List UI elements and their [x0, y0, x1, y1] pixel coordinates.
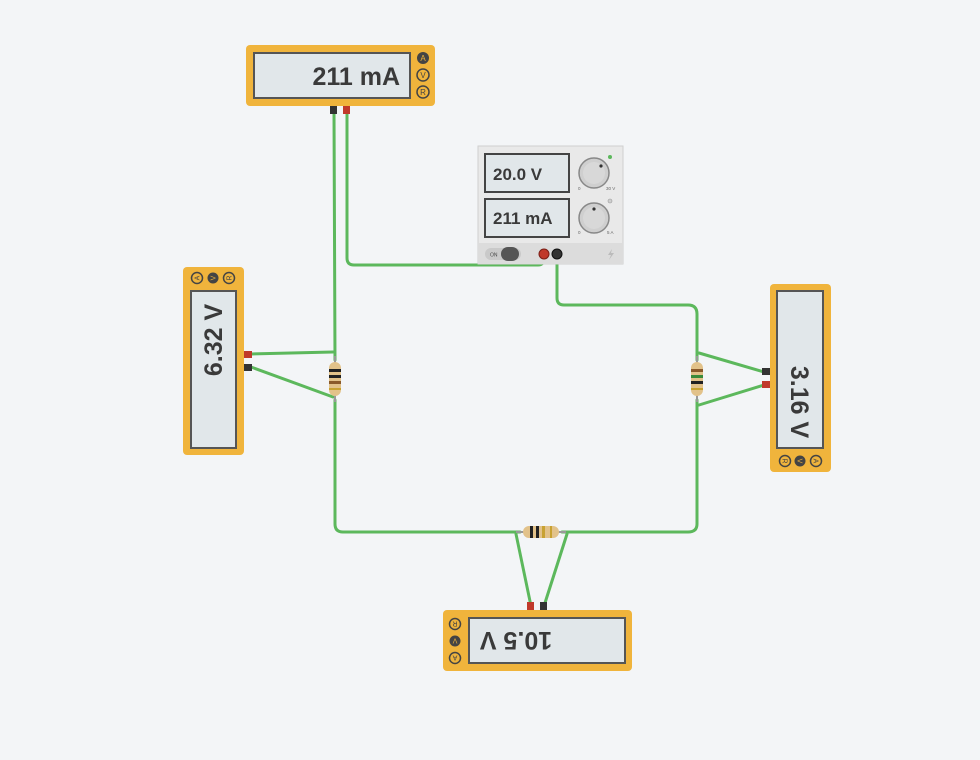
- power-supply[interactable]: 20.0 V 211 mA 0 30 V 0 5 A ON: [477, 145, 624, 265]
- psu-knob1-max: 30 V: [606, 186, 615, 191]
- psu-knob1-min: 0: [578, 186, 581, 191]
- resistor-bottom[interactable]: [516, 526, 566, 538]
- meter-left-reading: 6.32 V: [200, 304, 228, 377]
- psu-cc-indicator: [607, 198, 613, 204]
- psu-knob2-max: 5 A: [607, 230, 614, 235]
- psu-bolt-icon: [608, 249, 614, 260]
- wire-top-meter-black[interactable]: [332, 110, 337, 362]
- meter-top-mode-v[interactable]: V: [420, 71, 426, 80]
- multimeter-left[interactable]: 6.32 V A V R: [183, 267, 252, 455]
- psu-terminal-positive[interactable]: [538, 248, 550, 260]
- meter-right-probe-black[interactable]: [762, 368, 770, 375]
- meter-top-mode-a[interactable]: A: [420, 54, 426, 63]
- psu-voltage-display: [484, 153, 570, 193]
- meter-top-mode-r[interactable]: R: [420, 88, 426, 97]
- wires: [249, 110, 766, 608]
- meter-left-mode-a[interactable]: A: [195, 275, 202, 280]
- resistor-right[interactable]: [691, 356, 703, 402]
- meter-right-mode-v[interactable]: V: [796, 459, 803, 464]
- multimeter-top[interactable]: 211 mA A V R: [246, 45, 435, 114]
- meter-top-mode-buttons[interactable]: A V R: [416, 52, 430, 99]
- meter-left-probe-black[interactable]: [244, 364, 252, 371]
- meter-left-mode-v[interactable]: V: [211, 275, 218, 280]
- wire-bottom-meter-red[interactable]: [514, 532, 533, 608]
- meter-bottom-mode-r[interactable]: R: [452, 620, 457, 627]
- wire-left-meter-black[interactable]: [249, 365, 335, 399]
- psu-switch-label: ON: [490, 253, 498, 259]
- psu-cv-indicator: [608, 155, 612, 159]
- psu-current-display: [484, 198, 570, 238]
- psu-voltage-knob[interactable]: [578, 157, 610, 189]
- psu-terminal-negative[interactable]: [551, 248, 563, 260]
- psu-current-reading: 211 mA: [493, 209, 553, 228]
- psu-knob2-min: 0: [578, 230, 581, 235]
- psu-voltage-reading: 20.0 V: [493, 165, 543, 184]
- wire-bottom-to-right[interactable]: [560, 398, 699, 534]
- meter-bottom-probe-red[interactable]: [527, 602, 534, 610]
- meter-bottom-mode-buttons[interactable]: R V A: [448, 617, 462, 665]
- meter-top-probe-red[interactable]: [343, 106, 350, 114]
- meter-right-reading: 3.16 V: [785, 366, 813, 439]
- wire-psu-negative[interactable]: [555, 254, 699, 362]
- meter-right-probe-red[interactable]: [762, 381, 770, 388]
- multimeter-right[interactable]: 3.16 V R V A: [762, 284, 831, 472]
- meter-left-probe-red[interactable]: [244, 351, 252, 358]
- meter-top-probe-black[interactable]: [330, 106, 337, 114]
- meter-bottom-probe-black[interactable]: [540, 602, 547, 610]
- wire-left-to-bottom[interactable]: [333, 398, 522, 534]
- resistor-left[interactable]: [329, 356, 341, 402]
- meter-left-mode-buttons[interactable]: A V R: [190, 271, 236, 285]
- meter-right-mode-a[interactable]: A: [812, 459, 819, 464]
- meter-right-mode-buttons[interactable]: R V A: [778, 454, 823, 468]
- meter-top-reading: 211 mA: [312, 63, 400, 91]
- meter-right-mode-r[interactable]: R: [781, 458, 788, 463]
- wire-left-meter-red[interactable]: [249, 350, 335, 356]
- multimeter-bottom[interactable]: 10.5 V R V A: [443, 602, 632, 671]
- wire-right-meter-red[interactable]: [697, 383, 766, 407]
- meter-left-mode-r[interactable]: R: [227, 275, 234, 280]
- wire-bottom-meter-black[interactable]: [542, 532, 569, 608]
- meter-bottom-reading: 10.5 V: [480, 626, 553, 654]
- wire-right-meter-black[interactable]: [697, 351, 766, 374]
- meter-bottom-mode-v[interactable]: V: [452, 637, 457, 644]
- psu-current-knob[interactable]: [578, 202, 610, 234]
- meter-bottom-mode-a[interactable]: A: [452, 654, 457, 661]
- psu-power-switch[interactable]: ON: [485, 247, 521, 261]
